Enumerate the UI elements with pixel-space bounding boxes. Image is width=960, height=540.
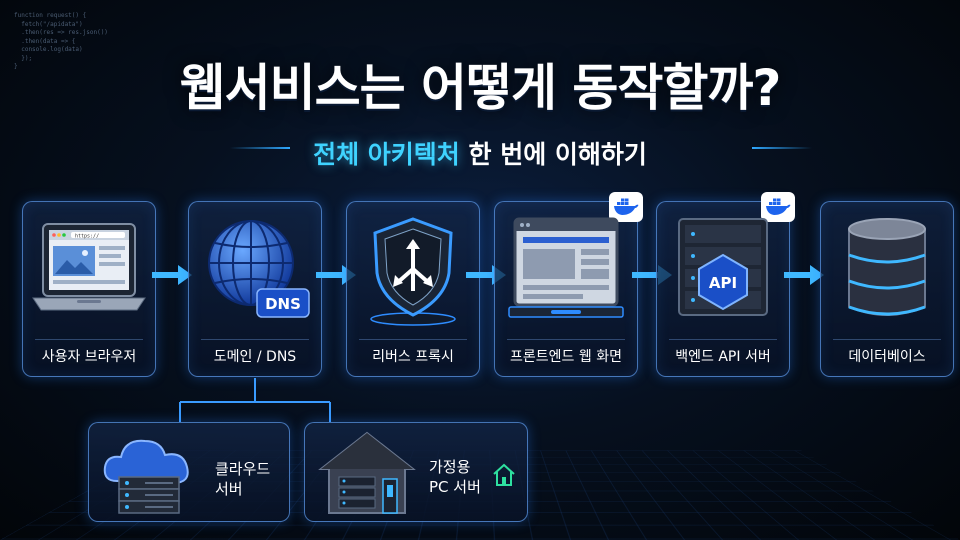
label-divider bbox=[359, 339, 467, 340]
label-divider bbox=[669, 339, 777, 340]
subtitle-right-line bbox=[752, 147, 812, 149]
card-cloud-server: 클라우드 서버 bbox=[88, 422, 290, 522]
card-frontend-web: 프론트엔드 웹 화면 bbox=[494, 192, 643, 377]
home-server-icon bbox=[317, 429, 417, 521]
flow-arrow-icon bbox=[152, 262, 192, 288]
label-divider bbox=[507, 339, 625, 340]
subtitle-rest: 한 번에 이해하기 bbox=[459, 140, 647, 169]
card-user-browser: https:// 사용자 브라우저 bbox=[22, 201, 156, 377]
home-icon bbox=[491, 463, 517, 491]
server-rack-icon: API bbox=[657, 208, 789, 334]
docker-whale-icon bbox=[761, 192, 795, 222]
shield-routing-icon bbox=[347, 208, 479, 334]
api-badge-text: API bbox=[709, 274, 737, 292]
flow-label: 리버스 프록시 bbox=[372, 349, 454, 365]
laptop-browser-icon: https:// bbox=[23, 208, 155, 334]
card-backend-api: API 백엔드 API 서버 bbox=[656, 192, 795, 377]
card-reverse-proxy: 리버스 프록시 bbox=[346, 201, 480, 377]
hosting-label: 가정용 PC 서버 bbox=[429, 458, 481, 496]
label-divider bbox=[201, 339, 309, 340]
card-database: 데이터베이스 bbox=[820, 201, 954, 377]
main-title: 웹서비스는 어떻게 동작할까? bbox=[179, 59, 782, 117]
code-snippet-background: function request() { fetch("/apidata") .… bbox=[14, 12, 108, 70]
card-home-pc-server: 가정용 PC 서버 bbox=[304, 422, 528, 522]
web-page-icon bbox=[495, 208, 637, 334]
label-divider bbox=[35, 339, 143, 340]
card-domain-dns: DNS 도메인 / DNS bbox=[188, 201, 322, 377]
cloud-server-icon bbox=[99, 431, 199, 519]
browser-url-text: https:// bbox=[75, 233, 99, 239]
database-icon bbox=[821, 208, 953, 334]
flow-label: 사용자 브라우저 bbox=[41, 349, 137, 365]
flow-label: 데이터베이스 bbox=[848, 349, 926, 365]
hosting-label: 클라우드 서버 bbox=[215, 460, 271, 498]
subtitle-left-line bbox=[230, 147, 290, 149]
flow-arrow-icon bbox=[784, 262, 824, 288]
label-divider bbox=[833, 339, 941, 340]
dns-badge-text: DNS bbox=[265, 295, 301, 313]
flow-label: 프론트엔드 웹 화면 bbox=[510, 349, 622, 365]
globe-icon: DNS bbox=[189, 208, 321, 334]
flow-label: 도메인 / DNS bbox=[213, 349, 297, 365]
subtitle-highlight: 전체 아키텍처 bbox=[313, 140, 460, 169]
subtitle: 전체 아키텍처 한 번에 이해하기 bbox=[0, 135, 960, 171]
flow-label: 백엔드 API 서버 bbox=[675, 349, 771, 365]
docker-whale-icon bbox=[609, 192, 643, 222]
